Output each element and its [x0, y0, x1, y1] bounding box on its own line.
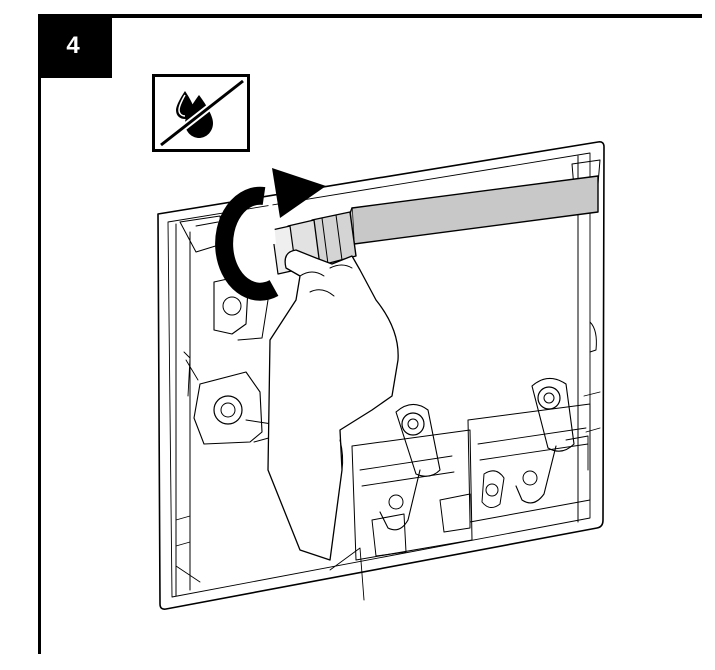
no-water-warning: [152, 74, 250, 152]
mounting-plate: [157, 141, 605, 610]
no-water-drops-icon: [158, 78, 246, 148]
hand: [267, 249, 399, 561]
instruction-frame: [38, 14, 702, 654]
step-number-badge: 4: [38, 14, 112, 78]
rotate-clockwise-arrow-icon: [215, 168, 326, 301]
step-number: 4: [66, 32, 80, 59]
